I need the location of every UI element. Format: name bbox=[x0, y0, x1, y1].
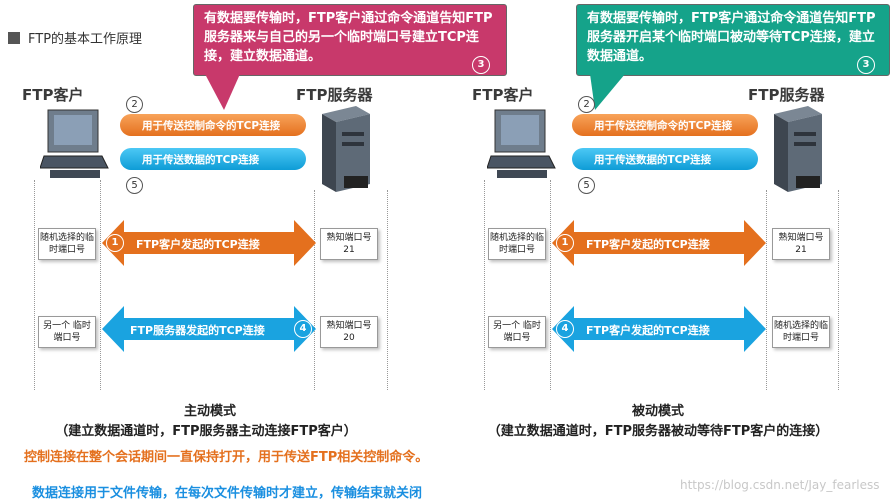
watermark: https://blog.csdn.net/Jay_fearless bbox=[680, 478, 880, 492]
arrow-1-label: FTP客户发起的TCP连接 bbox=[136, 238, 260, 251]
client-lifeline-right bbox=[100, 180, 101, 390]
control-tube-label: 用于传送控制命令的TCP连接 bbox=[594, 119, 733, 132]
arrow-1-icon bbox=[102, 220, 316, 266]
control-connection-tube: 用于传送控制命令的TCP连接 bbox=[572, 114, 758, 136]
right-server-heading: FTP服务器 bbox=[748, 86, 825, 104]
control-tube-label: 用于传送控制命令的TCP连接 bbox=[142, 119, 281, 132]
active-mode-description: （建立数据通道时，FTP服务器主动连接FTP客户） bbox=[55, 424, 357, 439]
arrow-2-step-badge: 4 bbox=[294, 320, 312, 338]
data-connection-tube: 用于传送数据的TCP连接 bbox=[120, 148, 306, 170]
client-port-box-1: 随机选择的临时端口号 bbox=[38, 228, 96, 260]
callout-left-pointer-icon bbox=[205, 74, 240, 110]
server-port-box-2: 随机选择的临时端口号 bbox=[772, 316, 830, 348]
callout-left-text: 有数据要传输时，FTP客户通过命令通道告知FTP服务器来与自己的另一个临时端口号… bbox=[204, 11, 493, 64]
arrow-1-label: FTP客户发起的TCP连接 bbox=[586, 238, 710, 251]
client-computer-icon bbox=[40, 109, 109, 178]
control-step-badge: 2 bbox=[578, 96, 595, 113]
server-port-box-1: 熟知端口号 21 bbox=[772, 228, 830, 260]
passive-mode-description: （建立数据通道时，FTP服务器被动等待FTP客户的连接） bbox=[487, 424, 829, 439]
client-port-box-1: 随机选择的临时端口号 bbox=[488, 228, 546, 260]
client-port-box-2: 另一个 临时端口号 bbox=[488, 316, 546, 348]
server-port-box-2: 熟知端口号 20 bbox=[320, 316, 378, 348]
left-server-heading: FTP服务器 bbox=[296, 86, 373, 104]
server-port-box-1: 熟知端口号 21 bbox=[320, 228, 378, 260]
arrow-2-step-badge: 4 bbox=[556, 320, 574, 338]
data-tube-label: 用于传送数据的TCP连接 bbox=[594, 153, 712, 166]
control-connection-note: 控制连接在整个会话期间一直保持打开，用于传送FTP相关控制命令。 bbox=[24, 450, 429, 465]
server-lifeline bbox=[838, 190, 839, 390]
arrow-1-step-badge: 1 bbox=[106, 234, 124, 252]
arrow-2-label: FTP服务器发起的TCP连接 bbox=[130, 324, 265, 337]
arrow-2-label: FTP客户发起的TCP连接 bbox=[586, 324, 710, 337]
callout-left-step-badge: 3 bbox=[472, 56, 490, 74]
callout-right-text: 有数据要传输时，FTP客户通过命令通道告知FTP服务器开启某个临时端口被动等待T… bbox=[587, 11, 876, 64]
right-client-heading: FTP客户 bbox=[472, 86, 534, 104]
client-lifeline bbox=[34, 180, 35, 390]
data-tube-label: 用于传送数据的TCP连接 bbox=[142, 153, 260, 166]
callout-right-pointer-icon bbox=[590, 74, 625, 110]
server-tower-icon bbox=[774, 106, 822, 192]
client-computer-icon bbox=[487, 109, 556, 178]
arrow-1-icon bbox=[552, 220, 766, 266]
arrow-2-icon bbox=[102, 306, 316, 352]
active-mode-title: 主动模式 bbox=[183, 404, 236, 419]
control-connection-tube: 用于传送控制命令的TCP连接 bbox=[120, 114, 306, 136]
data-connection-note: 数据连接用于文件传输，在每次文件传输时才建立，传输结束就关闭 bbox=[32, 486, 423, 501]
data-connection-tube: 用于传送数据的TCP连接 bbox=[572, 148, 758, 170]
server-tower-icon bbox=[322, 106, 370, 192]
client-port-box-2: 另一个 临时端口号 bbox=[38, 316, 96, 348]
server-lifeline-left bbox=[314, 190, 315, 390]
server-lifeline bbox=[387, 190, 388, 390]
data-step-badge: 5 bbox=[126, 177, 143, 194]
server-lifeline-left bbox=[766, 190, 767, 390]
callout-right-step-badge: 3 bbox=[857, 56, 875, 74]
arrow-1-step-badge: 1 bbox=[556, 234, 574, 252]
section-title: FTP的基本工作原理 bbox=[8, 28, 142, 47]
callout-right: 有数据要传输时，FTP客户通过命令通道告知FTP服务器开启某个临时端口被动等待T… bbox=[576, 4, 890, 76]
section-title-text: FTP的基本工作原理 bbox=[28, 32, 143, 47]
client-lifeline-right bbox=[550, 180, 551, 390]
passive-mode-title: 被动模式 bbox=[631, 404, 684, 419]
arrow-2-icon bbox=[552, 306, 766, 352]
control-step-badge: 2 bbox=[126, 96, 143, 113]
data-step-badge: 5 bbox=[578, 177, 595, 194]
bullet-square-icon bbox=[8, 31, 20, 44]
client-lifeline bbox=[484, 180, 485, 390]
callout-left: 有数据要传输时，FTP客户通过命令通道告知FTP服务器来与自己的另一个临时端口号… bbox=[193, 4, 507, 76]
left-client-heading: FTP客户 bbox=[22, 86, 84, 104]
